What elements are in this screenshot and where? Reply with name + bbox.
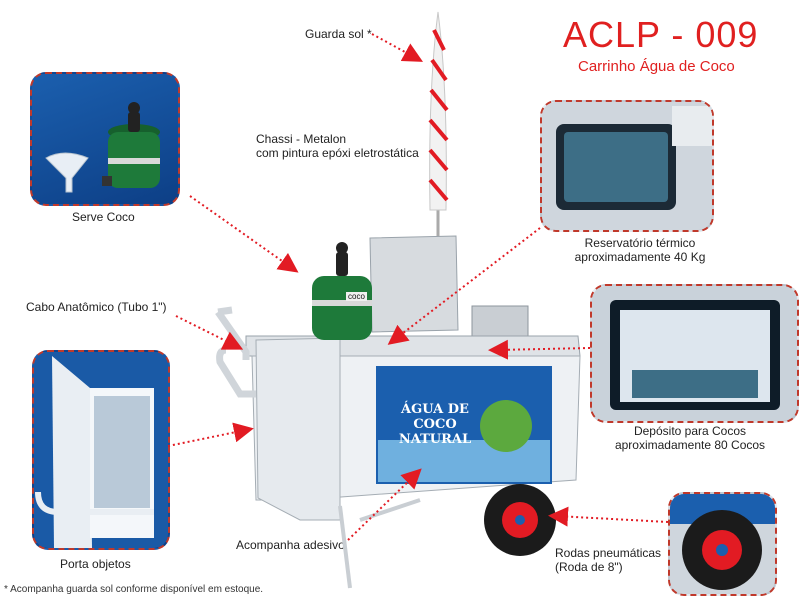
banner-line1: ÁGUA DE COCO xyxy=(401,402,469,432)
chassi-label: Chassi - Metalon com pintura epóxi eletr… xyxy=(256,132,419,160)
rodas-label: Rodas pneumáticas (Roda de 8") xyxy=(555,546,662,574)
reservatorio-label: Reservatório térmico aproximadamente 40 … xyxy=(574,236,706,264)
model-code: ACLP - 009 xyxy=(563,14,759,55)
deposito-inset xyxy=(590,284,799,423)
footnote: * Acompanha guarda sol conforme disponív… xyxy=(4,584,264,595)
reservatorio-photo xyxy=(542,102,712,230)
banner-text: ÁGUA DE COCO NATURAL xyxy=(380,402,490,447)
umbrella xyxy=(428,11,449,240)
reservatorio-inset xyxy=(540,100,714,232)
rodas-inset xyxy=(668,492,777,596)
porta-objetos-label: Porta objetos xyxy=(60,557,131,571)
deposito-photo xyxy=(592,286,797,421)
serve-coco-label: Serve Coco xyxy=(72,210,135,224)
dispenser-photo xyxy=(45,102,160,193)
porta-objetos-inset xyxy=(32,350,170,550)
porta-objetos-photo xyxy=(34,352,168,548)
deposito-label: Depósito para Cocos aproximadamente 80 C… xyxy=(614,424,766,452)
roda-photo xyxy=(670,494,775,594)
cabo-label: Cabo Anatômico (Tubo 1") xyxy=(26,300,167,314)
adesivo-label: Acompanha adesivo xyxy=(236,538,345,552)
serve-coco-inset xyxy=(30,72,180,206)
product-subtitle: Carrinho Água de Coco xyxy=(578,58,735,75)
banner-line2: NATURAL xyxy=(398,432,472,447)
guarda-sol-label: Guarda sol * xyxy=(305,27,372,41)
dispenser-brand: coco xyxy=(346,292,367,301)
